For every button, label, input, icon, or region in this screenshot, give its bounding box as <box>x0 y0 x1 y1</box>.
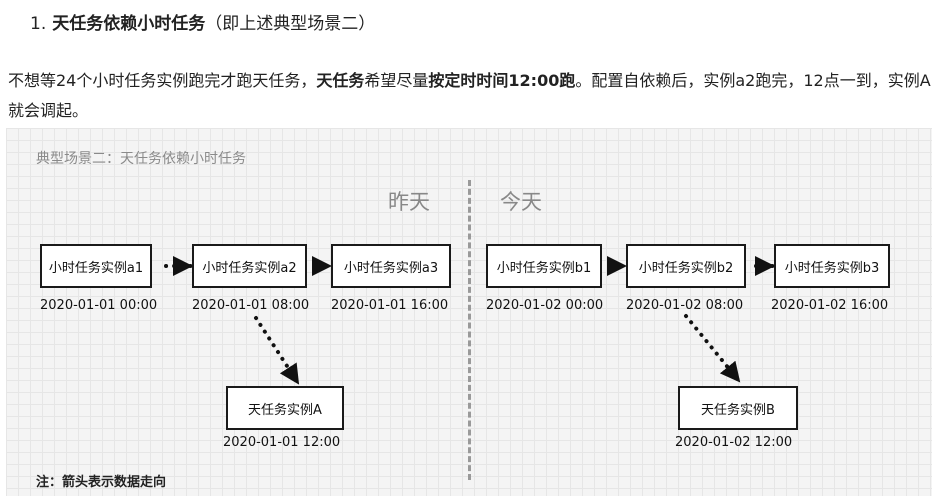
node-time-a1: 2020-01-01 00:00 <box>40 298 158 313</box>
node-box-a3: 小时任务实例a3 <box>331 244 451 288</box>
node-time-a2: 2020-01-01 08:00 <box>192 298 310 313</box>
heading-bold-text: 天任务依赖小时任务 <box>52 14 206 34</box>
dependency-arrows <box>164 256 775 385</box>
diagram-title: 典型场景二：天任务依赖小时任务 <box>36 151 246 167</box>
node-time-b2: 2020-01-02 08:00 <box>626 298 744 313</box>
node-box-b3: 小时任务实例b3 <box>774 244 890 288</box>
description-paragraph: 不想等24个小时任务实例跑完才跑天任务，天任务希望尽量按定时时间12:00跑。配… <box>8 66 933 126</box>
node-time-a3: 2020-01-01 16:00 <box>331 298 449 313</box>
node-time-A: 2020-01-01 12:00 <box>223 435 341 450</box>
paragraph-seg3: 希望尽量 <box>364 71 429 90</box>
paragraph-seg4-bold: 按定时时间12:00跑 <box>428 71 576 90</box>
diagram-note: 注：箭头表示数据走向 <box>36 475 167 490</box>
paragraph-seg2-bold: 天任务 <box>316 71 365 90</box>
arrow-a2-A <box>254 316 300 385</box>
node-box-b1: 小时任务实例b1 <box>486 244 602 288</box>
node-time-b1: 2020-01-02 00:00 <box>486 298 604 313</box>
node-box-A: 天任务实例A <box>226 386 344 430</box>
arrow-b2-B <box>684 314 741 383</box>
node-box-B: 天任务实例B <box>678 386 798 430</box>
node-box-b2: 小时任务实例b2 <box>626 244 746 288</box>
day-divider <box>468 180 471 480</box>
today-label: 今天 <box>500 190 542 214</box>
node-box-a2: 小时任务实例a2 <box>192 244 307 288</box>
paragraph-seg5: 。配置自依赖后，实例a2跑完，12点一到，实例A就会调起。 <box>8 71 931 120</box>
section-heading: 1.天任务依赖小时任务（即上述典型场景二） <box>30 12 375 36</box>
heading-number: 1. <box>30 14 47 34</box>
node-time-b3: 2020-01-02 16:00 <box>771 298 889 313</box>
yesterday-label: 昨天 <box>388 190 430 214</box>
node-box-a1: 小时任务实例a1 <box>40 244 152 288</box>
paragraph-seg1: 不想等24个小时任务实例跑完才跑天任务， <box>8 71 317 90</box>
scenario-diagram: 典型场景二：天任务依赖小时任务 昨天 今天 小时任务实例a1 2020-01-0… <box>6 128 932 496</box>
node-time-B: 2020-01-02 12:00 <box>675 435 793 450</box>
heading-rest-text: （即上述典型场景二） <box>205 14 376 34</box>
